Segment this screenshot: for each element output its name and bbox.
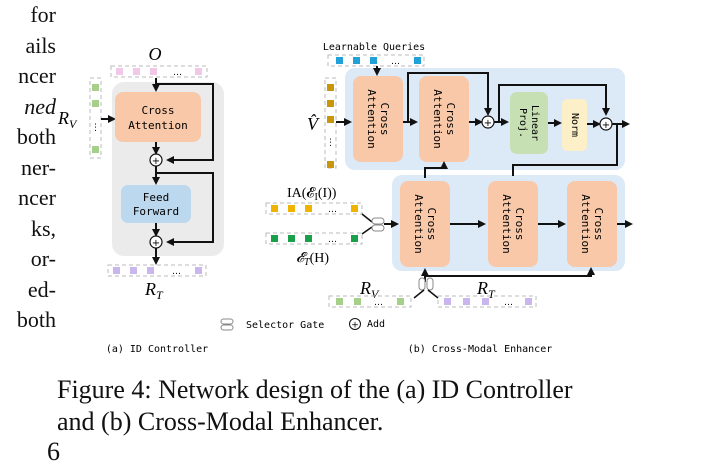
linear-projection-block (510, 92, 548, 154)
svg-text:⋮: ⋮ (91, 123, 100, 133)
side-text-line: both (16, 124, 56, 149)
enhancer-rt-tokens: … (437, 295, 537, 308)
svg-text:+: + (602, 120, 610, 131)
side-text-line: ned (24, 93, 56, 119)
svg-text:…: … (173, 68, 182, 78)
figure-4-diagram: O … ⋮ RV Cross Attention + (57, 42, 633, 355)
svg-text:…: … (328, 205, 337, 215)
svg-text:+: + (152, 238, 160, 249)
cross-modal-enhancer: Learnable Queries … ⋮ V̂ CrossAttention (265, 42, 633, 355)
enhancer-cross-attention-2 (419, 76, 469, 162)
svg-text:Attention: Attention (128, 119, 188, 132)
svg-text:⋮: ⋮ (326, 138, 335, 148)
legend-selector-gate: Selector Gate (246, 320, 324, 331)
side-text-line: ks, (30, 215, 56, 241)
rv-label: RV (57, 108, 78, 131)
legend-add: Add (367, 319, 385, 330)
enhancer-rv-tokens: … (328, 295, 412, 308)
side-text-line: ner- (21, 154, 56, 180)
selector-gate-legend-icon (220, 318, 234, 331)
svg-text:CrossAttention: CrossAttention (500, 194, 526, 254)
side-text-line: for (30, 2, 56, 27)
enhancer-cross-attention-3 (400, 181, 450, 267)
svg-text:…: … (172, 267, 181, 277)
selector-gate-icon (371, 217, 385, 232)
side-text-line: both (16, 307, 56, 332)
svg-text:…: … (504, 298, 513, 308)
svg-text:…: … (374, 298, 383, 308)
svg-text:CrossAttention: CrossAttention (579, 194, 605, 254)
v-hat-label: V̂ (307, 114, 320, 134)
et-label: 𝓔T(H) (296, 251, 329, 268)
o-label: O (149, 44, 162, 64)
subcaption-a: (a) ID Controller (106, 344, 208, 355)
svg-text:CrossAttention: CrossAttention (431, 89, 457, 149)
id-controller: O … ⋮ RV Cross Attention + (57, 44, 224, 355)
v-hat-token-sequence: ⋮ (324, 77, 337, 169)
norm-block (562, 99, 587, 151)
svg-text:…: … (391, 57, 400, 67)
et-token-sequence: … (265, 232, 363, 245)
legend: Selector Gate + Add (220, 318, 385, 331)
subcaption-b: (b) Cross-Modal Enhancer (408, 344, 553, 355)
page-number: 6 (47, 437, 60, 466)
svg-text:LinearProj.: LinearProj. (517, 105, 540, 141)
enhancer-rv-label: RV (359, 278, 380, 301)
learnable-queries-label: Learnable Queries (323, 42, 425, 53)
svg-text:+: + (484, 118, 492, 129)
rv-token-sequence: ⋮ (89, 77, 102, 159)
feed-forward-block (121, 185, 191, 223)
figure-caption: Figure 4: Network design of the (a) ID C… (57, 374, 573, 438)
svg-text:+: + (351, 321, 359, 331)
side-text-line: ed- (27, 276, 56, 302)
ia-token-sequence: … (265, 202, 363, 215)
svg-text:CrossAttention: CrossAttention (412, 194, 438, 254)
selector-gate-icon (418, 277, 434, 291)
add-legend-icon (349, 318, 361, 330)
left-column-text-fragment: for ails ncer ned both ner-ncer ks, or-ed-both (0, 0, 56, 336)
caption-line-1: Figure 4: Network design of the (a) ID C… (57, 375, 573, 404)
side-text-line: ails (25, 32, 56, 58)
rt-label: RT (144, 279, 164, 302)
enhancer-cross-attention-4 (488, 181, 538, 267)
enhancer-cross-attention-1 (353, 76, 403, 162)
id-cross-attention-block (115, 92, 201, 142)
svg-text:Cross: Cross (141, 104, 174, 117)
rt-token-sequence: … (107, 264, 207, 277)
enhancer-cross-attention-5 (567, 181, 617, 267)
side-text-line: ncer (18, 185, 56, 210)
o-token-sequence: … (110, 65, 208, 78)
enhancer-rt-label: RT (476, 278, 496, 301)
side-text-line: or- (30, 246, 56, 271)
learnable-query-tokens: … (327, 54, 425, 67)
ia-label: IA(𝓔I(I)) (287, 186, 337, 203)
svg-text:CrossAttention: CrossAttention (365, 89, 391, 149)
svg-text:Norm: Norm (569, 113, 580, 137)
svg-text:…: … (328, 235, 337, 245)
svg-text:+: + (152, 156, 160, 167)
caption-line-2: and (b) Cross-Modal Enhancer. (57, 407, 384, 436)
side-text-line: ncer (18, 63, 56, 88)
svg-text:Feed: Feed (143, 191, 170, 204)
svg-text:Forward: Forward (133, 205, 179, 218)
